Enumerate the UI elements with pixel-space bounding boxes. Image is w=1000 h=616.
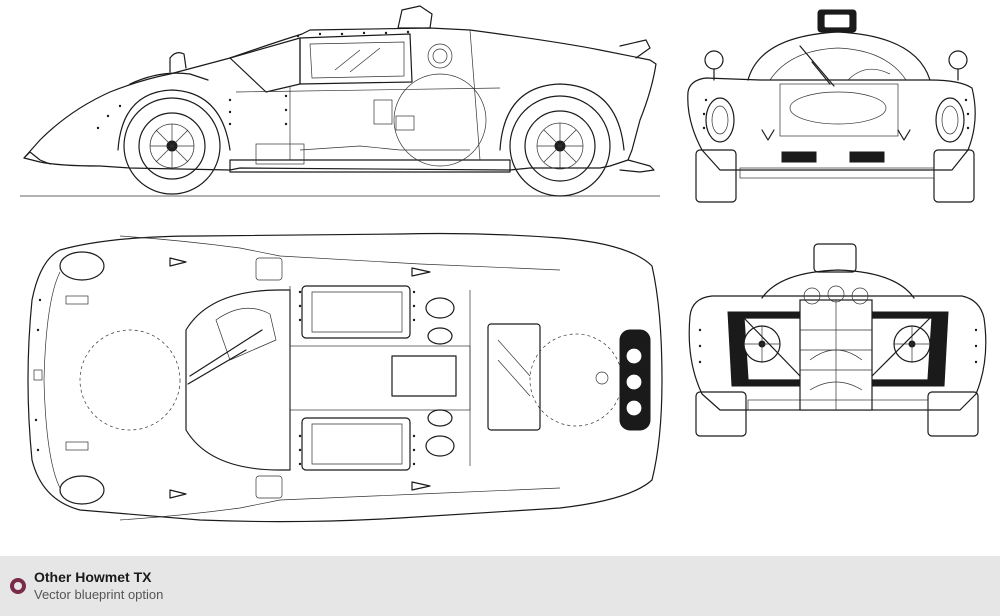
top-view bbox=[27, 232, 663, 523]
caption-bar: Other Howmet TX Vector blueprint option bbox=[0, 556, 1000, 616]
rear-view bbox=[688, 243, 987, 437]
radio-button-icon[interactable] bbox=[10, 578, 26, 594]
car-blueprint bbox=[20, 5, 987, 523]
caption-subtitle: Vector blueprint option bbox=[34, 587, 164, 602]
side-view bbox=[20, 5, 660, 197]
front-view bbox=[687, 9, 976, 203]
caption-title: Other Howmet TX bbox=[34, 569, 152, 585]
